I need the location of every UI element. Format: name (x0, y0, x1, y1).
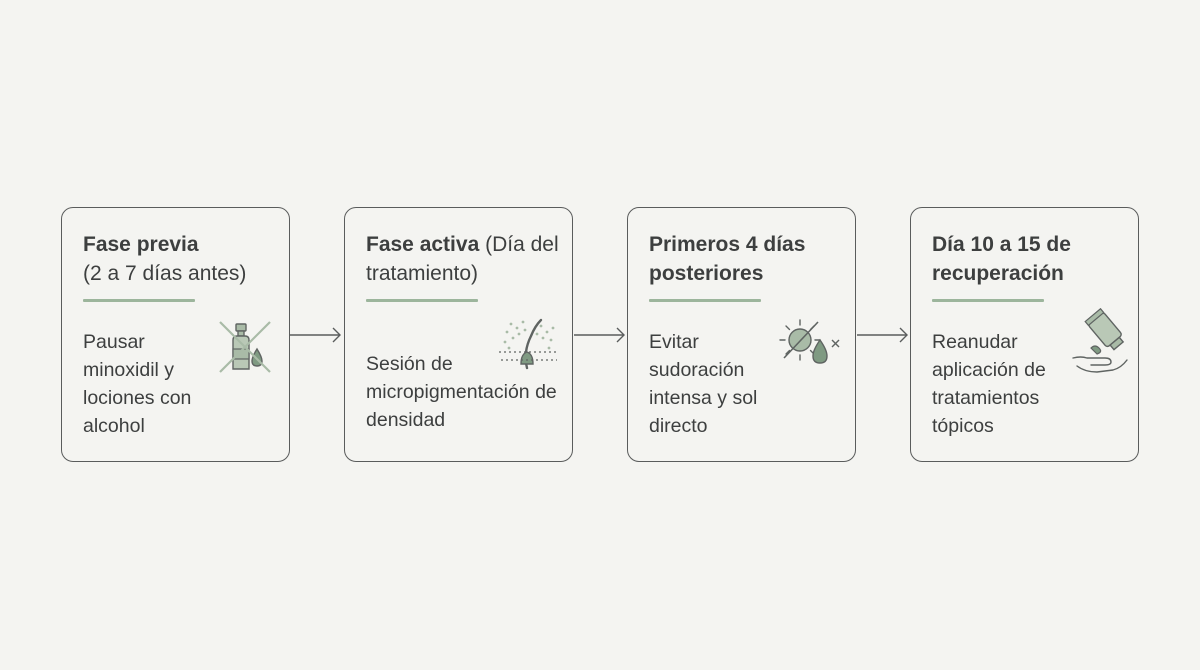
step-title-bold: Fase previa (83, 233, 199, 256)
step-card-dia-10-a-15: Día 10 a 15 de recuperación Reanudar apl… (910, 207, 1139, 462)
step-card-primeros-4-dias: Primeros 4 días posteriores Evitar sudor… (627, 207, 856, 462)
step-divider (366, 299, 478, 302)
step-title-regular: (Día del tratamiento) (366, 233, 559, 285)
step-description: Reanudar aplicación de tratamientos tópi… (932, 331, 1046, 437)
hair-follicle-pigment-icon (499, 318, 559, 370)
step-divider (83, 299, 195, 302)
step-title-bold: Fase activa (366, 233, 480, 256)
cream-tube-hand-icon (1072, 308, 1128, 373)
step-title-bold: Día 10 a 15 de recuperación (932, 233, 1071, 285)
arrow-right-icon (290, 327, 341, 343)
step-description: Pausar minoxidil y lociones con alcohol (83, 331, 192, 437)
step-title: Día 10 a 15 de recuperación (932, 230, 1137, 288)
step-divider (649, 299, 761, 302)
no-sun-sweat-icon (779, 319, 840, 364)
arrow-right-icon (574, 327, 625, 343)
step-card-fase-activa: Fase activa (Día del tratamiento) Sesión… (344, 207, 573, 462)
step-description: Sesión de micropigmentación de densidad (366, 353, 557, 431)
step-title: Primeros 4 días posteriores (649, 230, 854, 288)
no-lotion-bottle-icon (219, 321, 271, 373)
step-divider (932, 299, 1044, 302)
step-title-bold: Primeros 4 días posteriores (649, 233, 806, 285)
step-title: Fase activa (Día del tratamiento) (366, 230, 571, 288)
arrow-right-icon (857, 327, 908, 343)
step-title-regular: (2 a 7 días antes) (83, 262, 247, 285)
step-description: Evitar sudoración intensa y sol directo (649, 331, 758, 437)
step-card-fase-previa: Fase previa (2 a 7 días antes) Pausar min… (61, 207, 290, 462)
step-title: Fase previa (2 a 7 días antes) (83, 230, 288, 288)
